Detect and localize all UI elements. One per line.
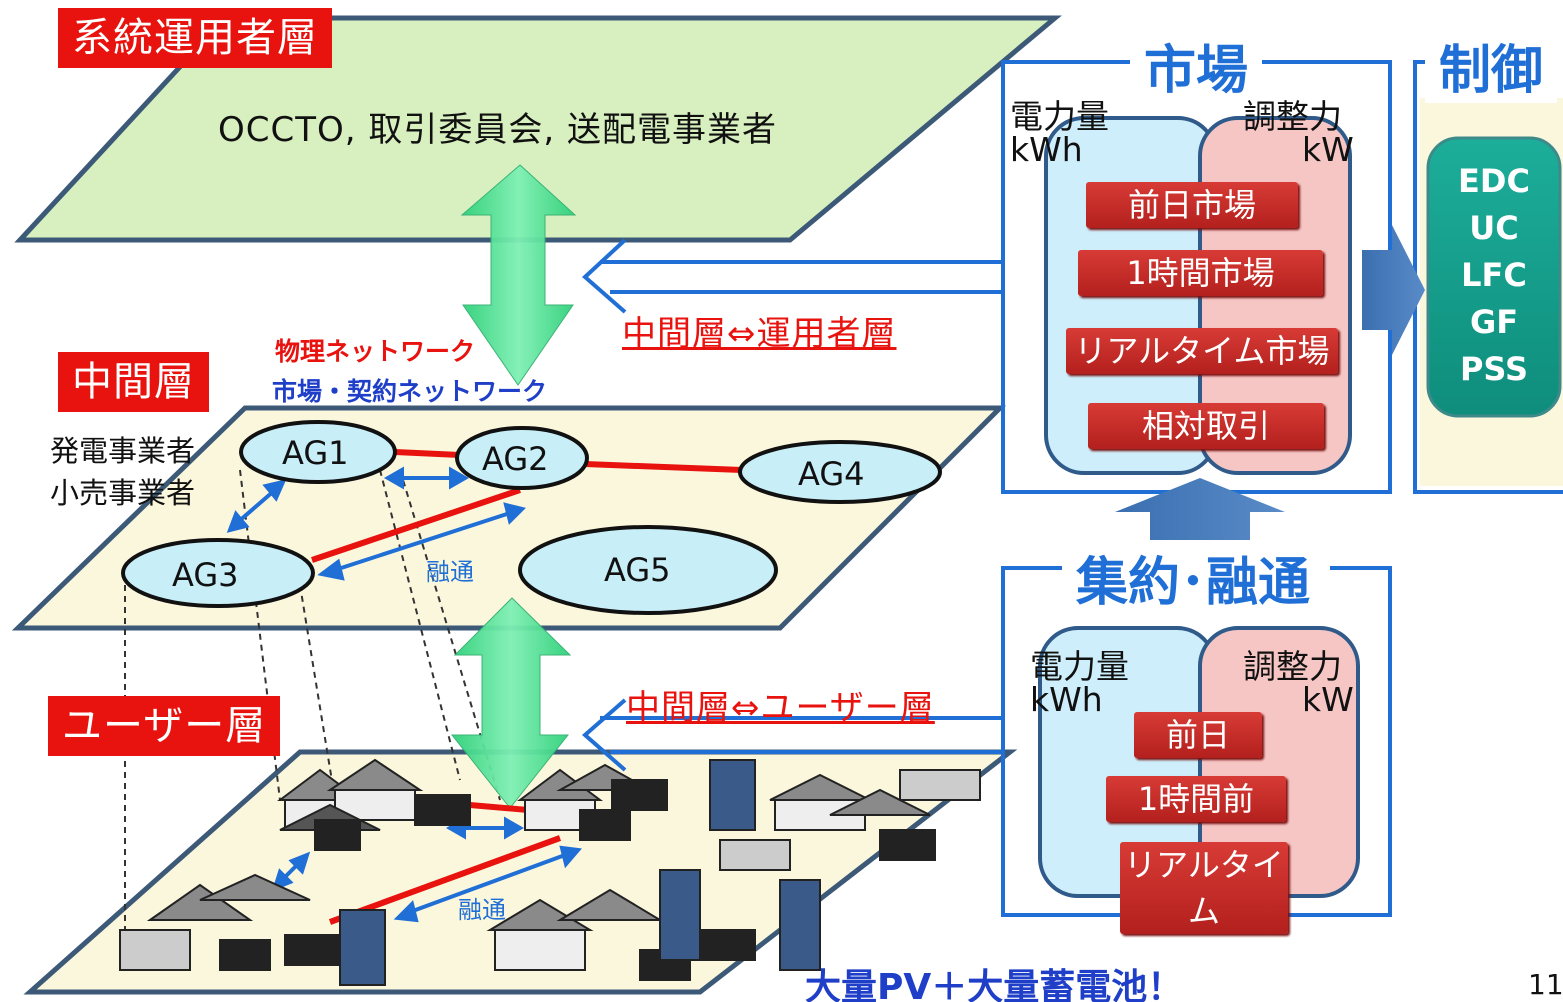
middle-layer-tag: 中間層 [58, 352, 209, 412]
ag5-label: AG5 [604, 551, 671, 589]
aggregation-energy-unit: kWh [1030, 680, 1103, 719]
ag2-node [455, 426, 589, 490]
aggregation-to-market-arrow [1115, 478, 1285, 545]
market-balancing-unit: kW [1302, 130, 1354, 169]
ag4-label: AG4 [798, 455, 865, 493]
middle-members-line2: 小売事業者 [50, 476, 196, 510]
physical-network-label: 物理ネットワーク [275, 337, 476, 366]
market-feedback-arrow-head [582, 238, 627, 314]
market-item-hour-ahead: 1時間市場 [1078, 250, 1323, 296]
footer-slogan: 大量PV＋大量蓄電池！ [805, 967, 1184, 1002]
ag4-node [738, 440, 942, 504]
control-list: EDC UC LFC GF PSS [1428, 138, 1560, 416]
ag2-label: AG2 [482, 440, 549, 478]
physical-network-middle [311, 449, 743, 563]
houses-cluster-5 [486, 869, 821, 981]
control-box [1426, 136, 1562, 418]
ag1-node [239, 420, 397, 484]
market-energy-label: 電力量 [1010, 97, 1109, 136]
ag3-label: AG3 [172, 556, 239, 594]
market-to-control-arrow [1362, 225, 1425, 355]
middle-user-link-label: 中間層⇔ユーザー層 [626, 688, 935, 728]
control-item-edc: EDC [1458, 162, 1530, 200]
operator-plane [14, 15, 1062, 243]
control-item-pss: PSS [1459, 350, 1529, 388]
houses-cluster-3 [719, 769, 981, 871]
ag5-node [518, 525, 778, 615]
aggregation-energy-label: 電力量 [1030, 647, 1129, 686]
market-balancing-label: 調整力 [1243, 97, 1342, 136]
market-network-label: 市場・契約ネットワーク [272, 377, 548, 406]
control-item-uc: UC [1469, 209, 1519, 247]
operator-layer-tag: 系統運用者層 [58, 8, 332, 68]
houses-cluster-4 [119, 873, 386, 986]
middle-operator-link-label: 中間層⇔運用者層 [622, 314, 897, 354]
ag3-node [121, 538, 315, 608]
market-item-day-ahead: 前日市場 [1086, 182, 1298, 228]
middle-members-line1: 発電事業者 [50, 434, 196, 468]
market-item-realtime: リアルタイム市場 [1066, 328, 1338, 374]
interchange-label-user: 融通 [458, 896, 506, 924]
operator-members: OCCTO, 取引委員会, 送配電事業者 [218, 110, 778, 150]
control-heading: 制御 [1425, 28, 1558, 103]
houses-cluster-1 [277, 758, 471, 851]
houses-cluster-2 [517, 759, 756, 841]
market-network-user [271, 816, 582, 923]
user-layer-tag: ユーザー層 [48, 696, 281, 756]
green-arrow-top [460, 164, 577, 386]
page-number: 11 [1528, 968, 1563, 1001]
control-item-lfc: LFC [1461, 256, 1527, 294]
market-energy-unit: kWh [1010, 130, 1083, 169]
aggregation-item-day-ahead: 前日 [1134, 712, 1262, 758]
aggregation-balancing-label: 調整力 [1243, 647, 1342, 686]
ag1-label: AG1 [282, 434, 349, 472]
aggregation-item-hour-ahead: 1時間前 [1106, 776, 1286, 822]
market-network-middle [226, 466, 526, 581]
aggregation-item-realtime: リアルタイム [1120, 842, 1288, 934]
aggregation-feedback-arrow-head [581, 698, 627, 772]
interchange-label-middle: 融通 [426, 558, 474, 586]
market-item-bilateral: 相対取引 [1088, 403, 1324, 449]
aggregation-heading: 集約･融通 [1062, 540, 1325, 615]
control-item-gf: GF [1469, 303, 1519, 341]
aggregation-balancing-unit: kW [1302, 680, 1354, 719]
market-heading: 市場 [1130, 28, 1263, 103]
